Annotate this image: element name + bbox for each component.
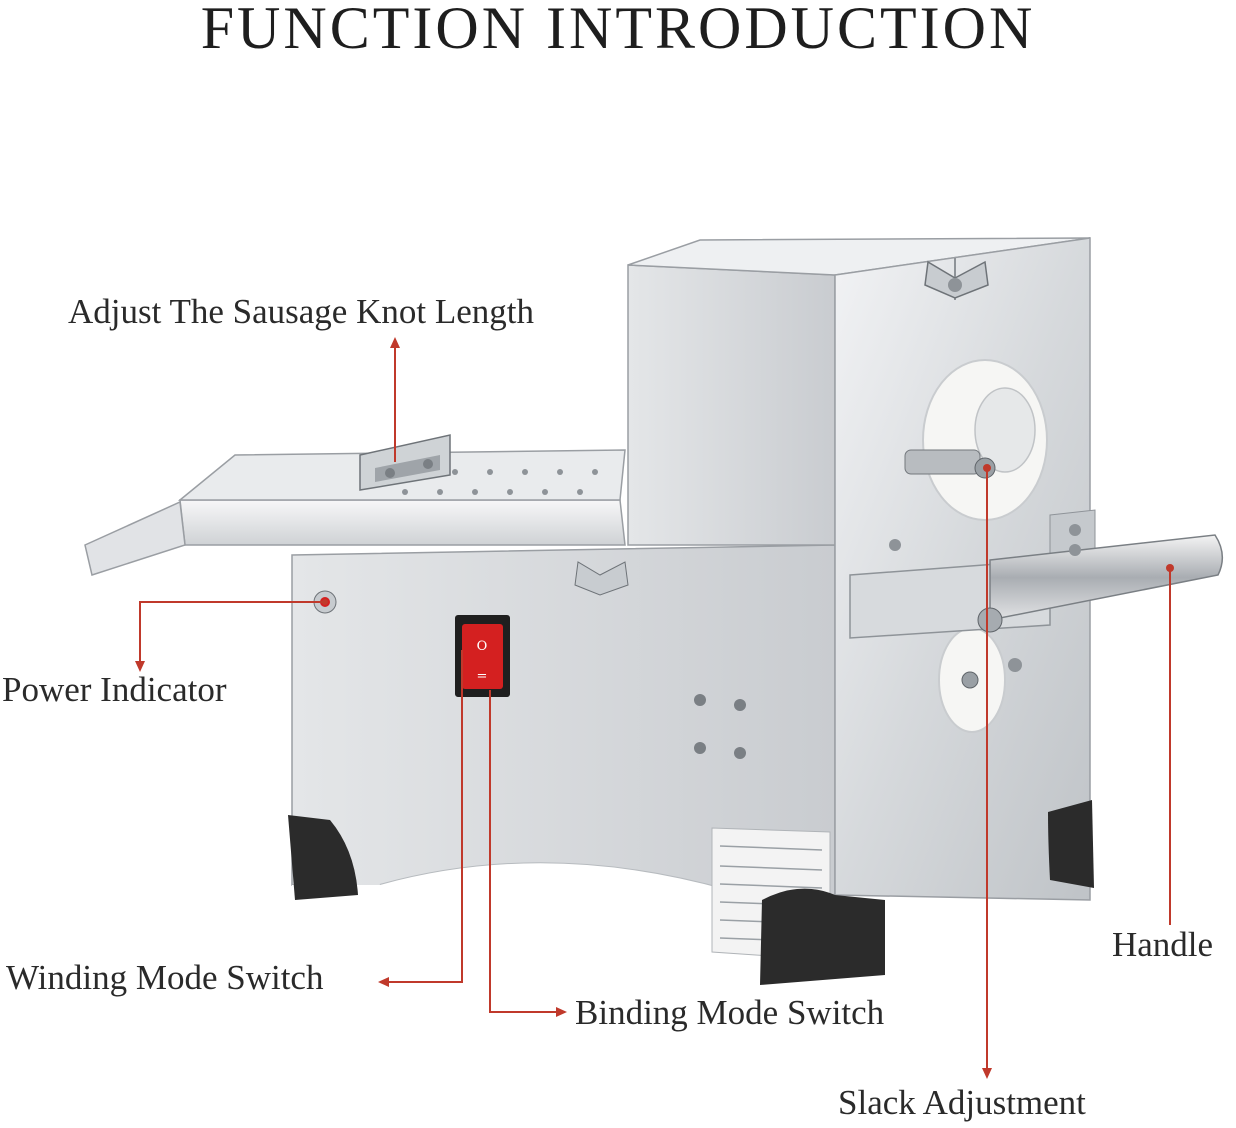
callout-arrowheads: [135, 337, 1174, 1079]
label-winding-switch: Winding Mode Switch: [6, 958, 324, 997]
mode-rocker-switch: O =: [455, 615, 510, 697]
label-binding-switch: Binding Mode Switch: [575, 993, 885, 1032]
slack-roller: [889, 359, 1048, 551]
wing-nut: [924, 260, 989, 299]
lower-housing: [291, 544, 836, 960]
front-screws: [694, 694, 746, 759]
page-title: FUNCTION INTRODUCTION: [200, 0, 1036, 61]
knot-length-adjuster: [359, 434, 451, 491]
rubber-feet: [288, 800, 1094, 985]
label-knot-length: Adjust The Sausage Knot Length: [68, 292, 534, 331]
tray-wing-nut: [574, 561, 629, 596]
label-slack-adjustment: Slack Adjustment: [838, 1083, 1086, 1122]
callout-lines: [139, 345, 1171, 1072]
svg-text:=: =: [477, 669, 488, 684]
handle: [849, 509, 1224, 639]
label-handle: Handle: [1112, 925, 1214, 964]
svg-text:O: O: [477, 639, 488, 654]
label-power-indicator: Power Indicator: [2, 670, 227, 709]
